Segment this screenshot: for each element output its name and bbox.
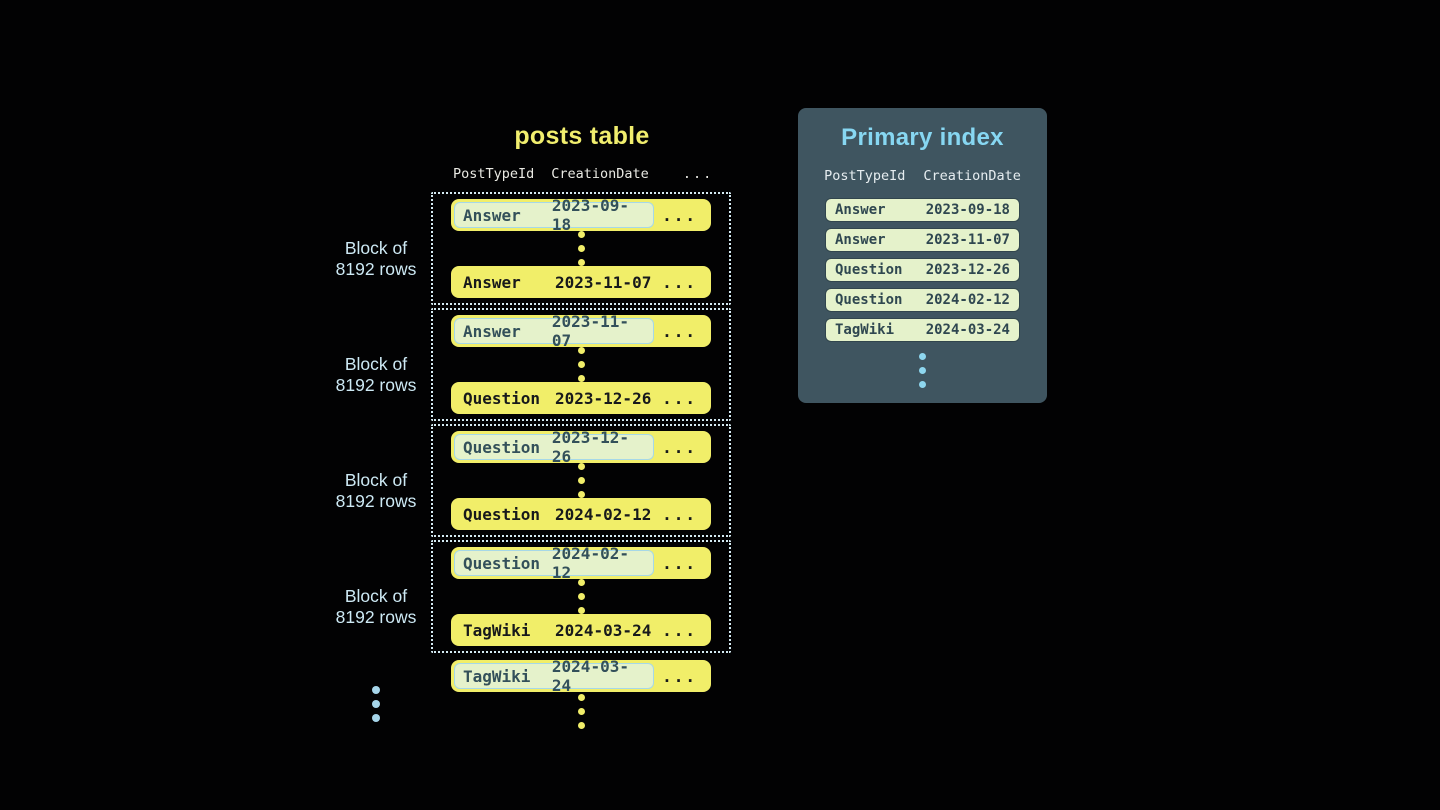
post-type-cell: Answer bbox=[835, 202, 886, 218]
block-label-line2: 8192 rows bbox=[335, 607, 417, 627]
primary-index-rows: Answer 2023-09-18 Answer 2023-11-07 Ques… bbox=[825, 198, 1020, 342]
index-entry: Answer 2023-09-18 bbox=[825, 198, 1020, 222]
block-label-line2: 8192 rows bbox=[335, 375, 417, 395]
post-type-cell: TagWiki bbox=[835, 322, 895, 338]
block-label-line1: Block of bbox=[344, 470, 408, 490]
creation-date-cell: 2023-12-26 bbox=[551, 428, 629, 466]
post-type-cell: Answer bbox=[463, 321, 521, 341]
creation-date-cell: 2023-11-07 bbox=[925, 232, 1010, 248]
creation-date-cell: 2023-09-18 bbox=[925, 202, 1010, 218]
creation-date-cell: 2024-02-12 bbox=[551, 544, 629, 582]
more-columns-ellipsis: ... bbox=[662, 620, 697, 640]
posts-table-column-headers: PostTypeId CreationDate ... bbox=[451, 166, 711, 182]
more-columns-ellipsis: ... bbox=[662, 504, 697, 524]
hidden-rows-dots bbox=[451, 231, 711, 266]
more-columns-ellipsis: ... bbox=[662, 321, 697, 341]
block-4-label: Block of 8192 rows bbox=[301, 586, 451, 628]
more-rows-dots bbox=[451, 694, 711, 729]
post-type-cell: Answer bbox=[835, 232, 886, 248]
hidden-rows-dots bbox=[451, 579, 711, 614]
block-3: Question 2023-12-26 ... Question 2024-02… bbox=[431, 424, 731, 537]
block-1: Answer 2023-09-18 ... Answer 2023-11-07 … bbox=[431, 192, 731, 305]
primary-index-title: Primary index bbox=[841, 124, 1004, 151]
creation-date-cell: 2023-12-26 bbox=[555, 388, 652, 408]
table-row-first: Question 2023-12-26 ... bbox=[451, 428, 711, 466]
block-label-line1: Block of bbox=[344, 354, 408, 374]
post-type-cell: Question bbox=[835, 262, 903, 278]
table-row-last: Question 2024-02-12 ... bbox=[451, 498, 711, 530]
more-columns-ellipsis: ... bbox=[662, 205, 697, 225]
table-row-last: TagWiki 2024-03-24 ... bbox=[451, 614, 711, 646]
block-label-line1: Block of bbox=[344, 238, 408, 258]
column-header-posttypeid: PostTypeId bbox=[453, 166, 535, 182]
table-row-first: Question 2024-02-12 ... bbox=[451, 544, 711, 582]
post-type-cell: TagWiki bbox=[463, 666, 531, 686]
more-columns-ellipsis: ... bbox=[662, 553, 697, 573]
row-cells: Question 2024-02-12 bbox=[463, 505, 662, 524]
column-header-more: ... bbox=[682, 166, 714, 182]
index-entry: Question 2023-12-26 bbox=[825, 258, 1020, 282]
block-3-label: Block of 8192 rows bbox=[301, 470, 451, 512]
block-1-label: Block of 8192 rows bbox=[301, 238, 451, 280]
column-header-creationdate: CreationDate bbox=[551, 166, 649, 182]
post-type-cell: Question bbox=[463, 504, 541, 524]
row-cells: TagWiki 2024-03-24 bbox=[463, 621, 662, 640]
posts-table-title: posts table bbox=[514, 122, 650, 150]
creation-date-cell: 2024-02-12 bbox=[555, 504, 652, 524]
creation-date-cell: 2024-03-24 bbox=[925, 322, 1010, 338]
indexed-row-highlight: TagWiki 2024-03-24 bbox=[454, 657, 654, 695]
index-entry: Question 2024-02-12 bbox=[825, 288, 1020, 312]
table-row-last: Question 2023-12-26 ... bbox=[451, 382, 711, 414]
primary-index-panel: Primary index PostTypeId CreationDate An… bbox=[798, 108, 1047, 403]
table-row-last: Answer 2023-11-07 ... bbox=[451, 266, 711, 298]
more-columns-ellipsis: ... bbox=[662, 666, 697, 686]
more-columns-ellipsis: ... bbox=[662, 388, 697, 408]
indexed-row-highlight: Question 2023-12-26 bbox=[454, 428, 654, 466]
creation-date-cell: 2024-03-24 bbox=[551, 657, 629, 695]
hidden-rows-dots bbox=[451, 463, 711, 498]
post-type-cell: Question bbox=[463, 388, 541, 408]
table-row-first: Answer 2023-09-18 ... bbox=[451, 196, 711, 234]
creation-date-cell: 2023-11-07 bbox=[551, 312, 629, 350]
indexed-row-highlight: Answer 2023-09-18 bbox=[454, 196, 654, 234]
block-2-label: Block of 8192 rows bbox=[301, 354, 451, 396]
post-type-cell: Question bbox=[463, 437, 541, 457]
post-type-cell: TagWiki bbox=[463, 620, 531, 640]
row-cells: Question 2023-12-26 bbox=[463, 389, 662, 408]
indexed-row-highlight: Question 2024-02-12 bbox=[454, 544, 654, 582]
post-type-cell: Answer bbox=[463, 205, 521, 225]
hidden-rows-dots bbox=[451, 347, 711, 382]
creation-date-cell: 2024-02-12 bbox=[925, 292, 1010, 308]
post-type-cell: Answer bbox=[463, 272, 521, 292]
primary-index-column-headers: PostTypeId CreationDate bbox=[824, 168, 1021, 184]
index-entry: TagWiki 2024-03-24 bbox=[825, 318, 1020, 342]
creation-date-cell: 2023-12-26 bbox=[925, 262, 1010, 278]
block-2: Answer 2023-11-07 ... Question 2023-12-2… bbox=[431, 308, 731, 421]
block-label-line2: 8192 rows bbox=[335, 259, 417, 279]
creation-date-cell: 2023-11-07 bbox=[555, 272, 652, 292]
more-blocks-dots bbox=[336, 686, 416, 722]
more-index-entries-dots bbox=[825, 353, 1020, 388]
table-row-first: Answer 2023-11-07 ... bbox=[451, 312, 711, 350]
index-entry: Answer 2023-11-07 bbox=[825, 228, 1020, 252]
block-4: Question 2024-02-12 ... TagWiki 2024-03-… bbox=[431, 540, 731, 653]
table-row-next-block-first: TagWiki 2024-03-24 ... bbox=[451, 657, 711, 695]
column-header-creationdate: CreationDate bbox=[923, 168, 1021, 184]
creation-date-cell: 2023-09-18 bbox=[551, 196, 629, 234]
row-cells: Answer 2023-11-07 bbox=[463, 273, 662, 292]
indexed-row-highlight: Answer 2023-11-07 bbox=[454, 312, 654, 350]
more-columns-ellipsis: ... bbox=[662, 272, 697, 292]
block-label-line2: 8192 rows bbox=[335, 491, 417, 511]
more-columns-ellipsis: ... bbox=[662, 437, 697, 457]
creation-date-cell: 2024-03-24 bbox=[555, 620, 652, 640]
block-label-line1: Block of bbox=[344, 586, 408, 606]
post-type-cell: Question bbox=[463, 553, 541, 573]
column-header-posttypeid: PostTypeId bbox=[824, 168, 906, 184]
post-type-cell: Question bbox=[835, 292, 903, 308]
